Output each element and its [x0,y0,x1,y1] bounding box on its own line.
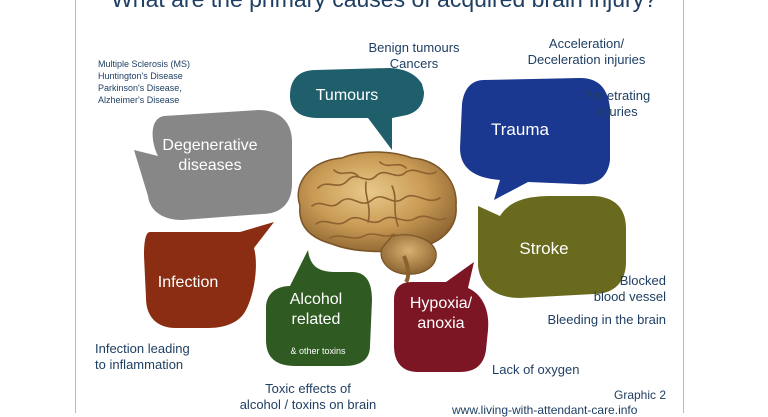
source-url: www.living-with-attendant-care.info [452,403,638,417]
note-line: Huntington's Disease [98,71,183,81]
trauma-bubble: Trauma [460,78,610,200]
note-line: Multiple Sclerosis (MS) [98,59,191,69]
note-line: Infection leading [95,341,190,356]
hypoxia-label: Hypoxia/anoxia [410,295,473,332]
note-line: Lack of oxygen [492,362,580,377]
graphic-label: Graphic 2 [614,388,667,402]
infection-label: Infection [158,274,218,291]
note-stroke-bleeding: Bleeding in the brain [520,312,666,328]
note-line: injuries [596,104,638,119]
tumours-label: Tumours [316,87,379,104]
note-hypoxia: Lack of oxygen [492,362,579,378]
hypoxia-bubble: Hypoxia/anoxia [394,262,489,372]
note-line: Benign tumours [368,40,460,55]
right-border [683,0,684,413]
note-degenerative: Multiple Sclerosis (MS) Huntington's Dise… [98,58,190,106]
note-line: Penetrating [583,88,651,103]
note-line: Bleeding in the brain [547,312,666,327]
note-line: Toxic effects of [265,381,351,396]
alcohol-sublabel: & other toxins [290,346,346,356]
note-line: Cancers [389,56,439,71]
trauma-label: Trauma [491,120,549,139]
note-line: Deceleration injuries [527,52,646,67]
note-line: Parkinson's Disease, [98,83,182,93]
stroke-label: Stroke [519,239,568,258]
infection-bubble: Infection [144,222,274,328]
stroke-bubble: Stroke [478,196,626,298]
note-line: Blocked [619,273,666,288]
diagram-title: What are the primary causes of acquired … [0,0,768,13]
note-line: blood vessel [593,289,666,304]
left-border [75,0,76,413]
note-trauma-acceleration: Acceleration/Deceleration injuries [514,36,659,68]
note-line: alcohol / toxins on brain [239,397,377,412]
note-line: Alzheimer's Disease [98,95,180,105]
note-line: Acceleration/ [548,36,625,51]
tumours-bubble: Tumours [290,68,424,150]
note-line: to inflammation [95,357,184,372]
brain-illustration [297,151,457,284]
